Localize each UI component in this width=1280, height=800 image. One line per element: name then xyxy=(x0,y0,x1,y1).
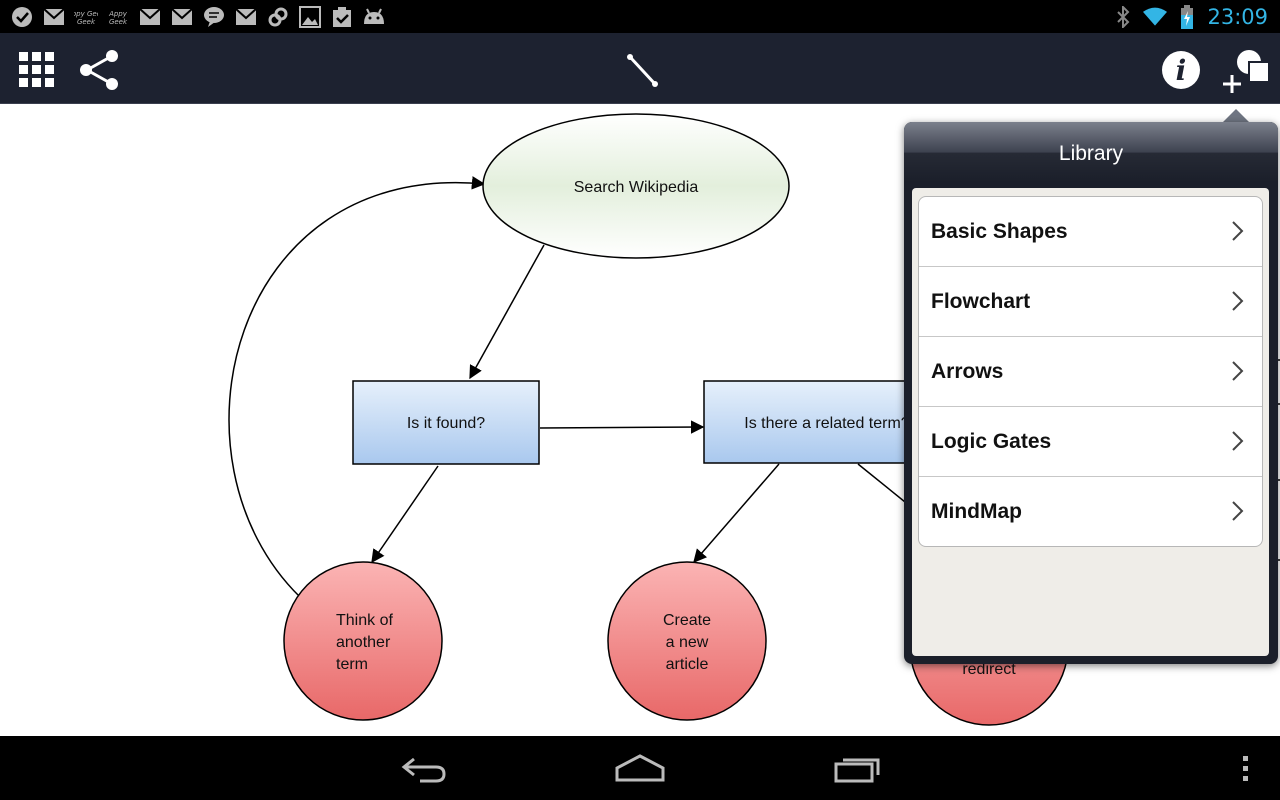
svg-text:Appy Geek: Appy Geek xyxy=(74,10,98,18)
node-label-line: Think of xyxy=(336,612,393,629)
connector-found-to-related[interactable] xyxy=(539,420,705,434)
connector-related-to-create[interactable] xyxy=(693,463,780,564)
popover-header: Library xyxy=(904,122,1278,182)
connector-search-to-found[interactable] xyxy=(469,244,545,380)
node-label-line: a new xyxy=(666,634,709,651)
gmail-icon xyxy=(234,5,258,29)
library-item-basic-shapes[interactable]: Basic Shapes xyxy=(919,197,1262,267)
popover-title: Library xyxy=(1058,142,1124,165)
battery-charging-icon xyxy=(1175,4,1199,29)
chevron-right-icon xyxy=(1232,501,1244,521)
gmail-icon xyxy=(138,5,162,29)
chevron-right-icon xyxy=(1232,431,1244,451)
wifi-icon xyxy=(1143,5,1168,29)
library-item-label: MindMap xyxy=(931,499,1022,523)
node-label: Search Wikipedia xyxy=(574,179,699,196)
link-icon xyxy=(266,5,290,29)
back-icon[interactable] xyxy=(384,748,464,788)
library-list: Basic Shapes Flowchart Arrows Logic Gate… xyxy=(918,196,1263,547)
gmail-icon xyxy=(42,5,66,29)
clock: 23:09 xyxy=(1207,4,1268,29)
svg-text:Geek: Geek xyxy=(109,18,128,26)
connector-related-to-redirect[interactable] xyxy=(857,463,911,507)
library-item-arrows[interactable]: Arrows xyxy=(919,337,1262,407)
library-item-logic-gates[interactable]: Logic Gates xyxy=(919,407,1262,477)
library-item-label: Arrows xyxy=(931,359,1004,383)
library-item-label: Flowchart xyxy=(931,289,1031,313)
library-item-label: Logic Gates xyxy=(931,429,1052,453)
node-label-line: term xyxy=(336,656,368,673)
library-item-flowchart[interactable]: Flowchart xyxy=(919,267,1262,337)
svg-text:i: i xyxy=(1176,54,1187,87)
home-icon[interactable] xyxy=(600,748,680,788)
popover-body: Basic Shapes Flowchart Arrows Logic Gate… xyxy=(912,188,1269,656)
node-label: Is it found? xyxy=(407,415,485,432)
info-icon[interactable]: i xyxy=(1158,47,1204,93)
system-status: 23:09 xyxy=(1111,3,1268,30)
popover-pointer xyxy=(1222,109,1250,123)
connector-loop[interactable] xyxy=(228,176,486,598)
grid-menu-icon[interactable] xyxy=(14,47,60,93)
recent-apps-icon[interactable] xyxy=(818,748,898,788)
toolbar: i xyxy=(0,33,1280,104)
chevron-right-icon xyxy=(1232,361,1244,381)
connector-line-icon[interactable] xyxy=(620,49,664,93)
library-item-label: Basic Shapes xyxy=(931,219,1068,243)
svg-text:Appy: Appy xyxy=(108,10,128,18)
node-create-new-article[interactable]: Create a new article xyxy=(607,561,767,721)
library-item-mindmap[interactable]: MindMap xyxy=(919,477,1262,546)
chevron-right-icon xyxy=(1232,221,1244,241)
check-circle-icon xyxy=(10,5,34,29)
add-shape-icon[interactable] xyxy=(1218,45,1274,97)
android-icon xyxy=(362,5,386,29)
share-icon[interactable] xyxy=(76,47,122,93)
appy-geek-icon: Appy GeekGeek xyxy=(74,5,98,29)
node-search-wikipedia[interactable]: Search Wikipedia xyxy=(482,113,790,259)
node-is-it-found[interactable]: Is it found? xyxy=(352,380,540,465)
node-think-of-another-term[interactable]: Think of another term xyxy=(283,561,443,721)
chevron-right-icon xyxy=(1232,291,1244,311)
library-popover: Library Basic Shapes Flowchart Arrows Lo… xyxy=(904,122,1278,664)
image-icon xyxy=(298,5,322,29)
node-label-line: Create xyxy=(663,612,711,629)
node-label-line: another xyxy=(336,634,391,651)
gmail-icon xyxy=(170,5,194,29)
node-label: Is there a related term? xyxy=(744,415,910,432)
node-label-line: redirect xyxy=(962,661,1016,678)
connector-found-to-think[interactable] xyxy=(371,465,439,564)
chat-icon xyxy=(202,5,226,29)
svg-text:Geek: Geek xyxy=(77,18,96,26)
node-label-line: article xyxy=(666,656,709,673)
navigation-bar xyxy=(0,736,1280,800)
overflow-menu-icon[interactable] xyxy=(1226,748,1266,788)
bluetooth-icon xyxy=(1111,5,1135,29)
clipboard-check-icon xyxy=(330,5,354,29)
